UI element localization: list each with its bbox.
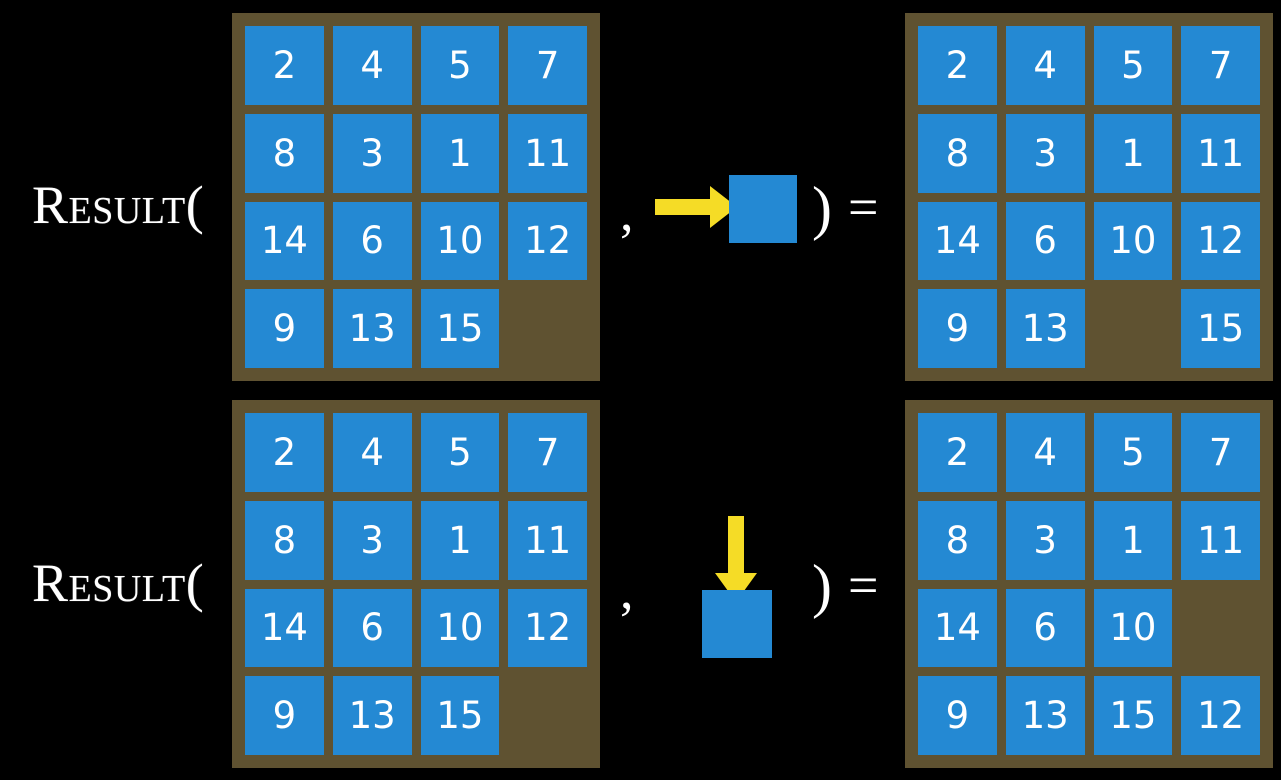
puzzle-tile[interactable]: 12 <box>508 201 587 281</box>
puzzle-tile[interactable]: 1 <box>420 500 500 580</box>
puzzle-tile[interactable]: 12 <box>1181 201 1260 281</box>
puzzle-tile[interactable]: 6 <box>1005 588 1085 668</box>
puzzle-tile[interactable]: 9 <box>245 676 324 755</box>
puzzle-tile[interactable]: 4 <box>1005 26 1085 105</box>
puzzle-tile[interactable]: 4 <box>332 26 412 105</box>
arrow-right-icon <box>655 186 737 228</box>
puzzle-tile[interactable]: 15 <box>420 289 500 368</box>
puzzle-tile[interactable]: 15 <box>1093 676 1173 755</box>
puzzle-tile[interactable]: 11 <box>1181 113 1260 193</box>
comma-separator-row1: , <box>620 182 634 242</box>
puzzle-tile[interactable]: 11 <box>508 113 587 193</box>
equals-sign-row2: = <box>848 555 879 615</box>
result-function-label-row2: Result( <box>32 553 205 613</box>
puzzle-tile[interactable]: 11 <box>1181 500 1260 580</box>
puzzle-tile[interactable]: 5 <box>1093 413 1173 492</box>
puzzle-tile[interactable]: 14 <box>918 201 997 281</box>
puzzle-tile[interactable]: 6 <box>332 201 412 281</box>
close-paren-row2: ) <box>812 553 832 619</box>
puzzle-tile[interactable]: 3 <box>1005 500 1085 580</box>
puzzle-blank-cell <box>1181 589 1260 668</box>
puzzle-blank-cell <box>1094 289 1173 368</box>
blank-tile-square-row1 <box>729 175 797 243</box>
puzzle-tile[interactable]: 2 <box>918 413 997 492</box>
puzzle-tile[interactable]: 1 <box>1093 500 1173 580</box>
puzzle-tile[interactable]: 1 <box>420 113 500 193</box>
puzzle-tile[interactable]: 8 <box>245 113 324 193</box>
puzzle-tile[interactable]: 12 <box>508 588 587 668</box>
puzzle-tile[interactable]: 12 <box>1181 676 1260 755</box>
puzzle-tile[interactable]: 9 <box>245 289 324 368</box>
puzzle-tile[interactable]: 10 <box>420 201 500 281</box>
equals-sign-row1: = <box>848 177 879 237</box>
puzzle-tile[interactable]: 7 <box>508 413 587 492</box>
puzzle-tile[interactable]: 9 <box>918 676 997 755</box>
close-paren-row1: ) <box>812 175 832 241</box>
puzzle-tile[interactable]: 4 <box>332 413 412 492</box>
puzzle-tile[interactable]: 5 <box>1093 26 1173 105</box>
puzzle-tile[interactable]: 3 <box>1005 113 1085 193</box>
puzzle-tile[interactable]: 15 <box>420 676 500 755</box>
puzzle-tile[interactable]: 5 <box>420 413 500 492</box>
puzzle-tile[interactable]: 14 <box>918 588 997 668</box>
puzzle-tile[interactable]: 8 <box>918 500 997 580</box>
puzzle-tile[interactable]: 2 <box>245 26 324 105</box>
puzzle-tile[interactable]: 1 <box>1093 113 1173 193</box>
arrow-down-icon <box>715 516 757 602</box>
puzzle-tile[interactable]: 7 <box>508 26 587 105</box>
puzzle-tile[interactable]: 6 <box>332 588 412 668</box>
puzzle-tile[interactable]: 5 <box>420 26 500 105</box>
comma-separator-row2: , <box>620 560 634 620</box>
puzzle-tile[interactable]: 2 <box>245 413 324 492</box>
puzzle-tile[interactable]: 4 <box>1005 413 1085 492</box>
result-function-label-row1: Result( <box>32 175 205 235</box>
puzzle-tile[interactable]: 13 <box>332 289 412 368</box>
puzzle-tile[interactable]: 7 <box>1181 413 1260 492</box>
puzzle-blank-cell <box>508 289 587 368</box>
puzzle-tile[interactable]: 3 <box>332 113 412 193</box>
puzzle-tile[interactable]: 13 <box>1005 676 1085 755</box>
blank-tile-square-row2 <box>702 590 772 658</box>
puzzle-tile[interactable]: 13 <box>332 676 412 755</box>
puzzle-tile[interactable]: 10 <box>420 588 500 668</box>
puzzle-tile[interactable]: 9 <box>918 289 997 368</box>
puzzle-tile[interactable]: 15 <box>1181 289 1260 368</box>
puzzle-tile[interactable]: 8 <box>245 500 324 580</box>
puzzle-tile[interactable]: 8 <box>918 113 997 193</box>
puzzle-tile[interactable]: 11 <box>508 500 587 580</box>
puzzle-blank-cell <box>508 676 587 755</box>
puzzle-tile[interactable]: 6 <box>1005 201 1085 281</box>
puzzle-tile[interactable]: 2 <box>918 26 997 105</box>
puzzle-tile[interactable]: 10 <box>1093 201 1173 281</box>
puzzle-tile[interactable]: 13 <box>1005 289 1085 368</box>
puzzle-tile[interactable]: 14 <box>245 201 324 281</box>
puzzle-tile[interactable]: 14 <box>245 588 324 668</box>
puzzle-tile[interactable]: 7 <box>1181 26 1260 105</box>
puzzle-tile[interactable]: 3 <box>332 500 412 580</box>
puzzle-tile[interactable]: 10 <box>1093 588 1173 668</box>
